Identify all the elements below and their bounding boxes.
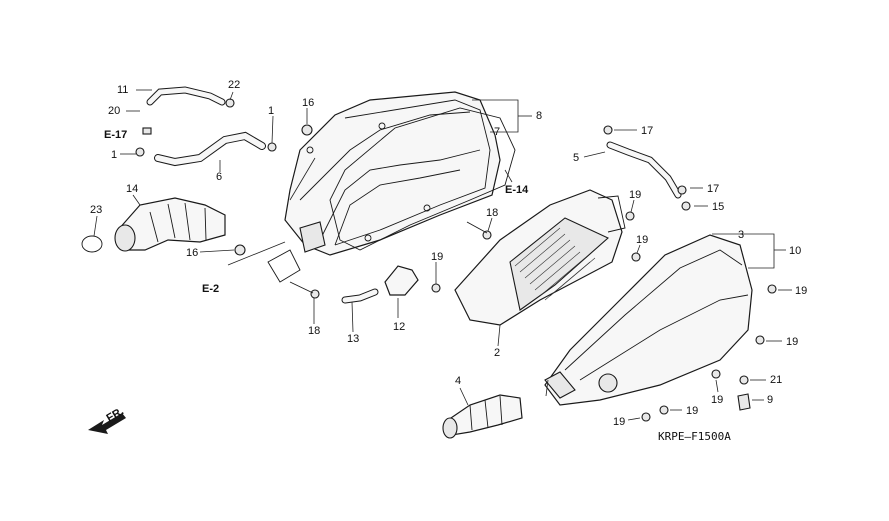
connecting-duct [442, 394, 523, 439]
callout-23: 23 [90, 204, 102, 216]
callout-19f: 19 [711, 394, 723, 406]
callout-5: 5 [573, 152, 579, 164]
callout-19d: 19 [795, 285, 807, 297]
air-cleaner-case-upper [267, 91, 501, 283]
callout-16b: 16 [186, 247, 198, 259]
hose-clamp [81, 235, 103, 253]
callout-10: 10 [789, 245, 801, 257]
intake-duct [114, 197, 226, 252]
callout-16a: 16 [302, 97, 314, 109]
callout-18b: 18 [486, 207, 498, 219]
callout-19c: 19 [636, 234, 648, 246]
case-gasket [329, 107, 516, 251]
callout-8: 8 [536, 110, 542, 122]
callout-19g: 19 [686, 405, 698, 417]
callout-3: 3 [738, 229, 744, 241]
callout-12: 12 [393, 321, 405, 333]
callout-1b: 1 [111, 149, 117, 161]
callout-11: 11 [117, 84, 128, 96]
callout-14: 14 [126, 183, 138, 195]
diagram-code: KRPE—F1500A [658, 430, 731, 443]
callout-1a: 1 [268, 105, 274, 117]
callout-19a: 19 [431, 251, 443, 263]
ref-e17: E-17 [104, 129, 127, 141]
callout-19b: 19 [629, 189, 641, 201]
callout-19e: 19 [786, 336, 798, 348]
ref-e2: E-2 [202, 283, 219, 295]
callout-6: 6 [216, 171, 222, 183]
front-direction-arrow [88, 413, 126, 434]
callout-19h: 19 [613, 416, 625, 428]
drain-tube-5 [606, 141, 682, 199]
callout-18a: 18 [308, 325, 320, 337]
callout-2: 2 [494, 347, 500, 359]
leader-lines [93, 89, 792, 421]
callout-17a: 17 [641, 125, 653, 137]
callout-22: 22 [228, 79, 240, 91]
screws [135, 98, 777, 422]
direction-label: FR. [105, 405, 126, 424]
filter-element [454, 189, 626, 326]
callout-20: 20 [108, 105, 120, 117]
callout-17b: 17 [707, 183, 719, 195]
callout-7: 7 [494, 126, 500, 138]
callout-13: 13 [347, 333, 359, 345]
callout-4: 4 [455, 375, 461, 387]
air-cleaner-cover [544, 234, 753, 406]
callout-21: 21 [770, 374, 782, 386]
drain-valve [384, 265, 419, 296]
ref-e14: E-14 [505, 184, 529, 196]
callout-9: 9 [767, 394, 773, 406]
callout-15: 15 [712, 201, 724, 213]
